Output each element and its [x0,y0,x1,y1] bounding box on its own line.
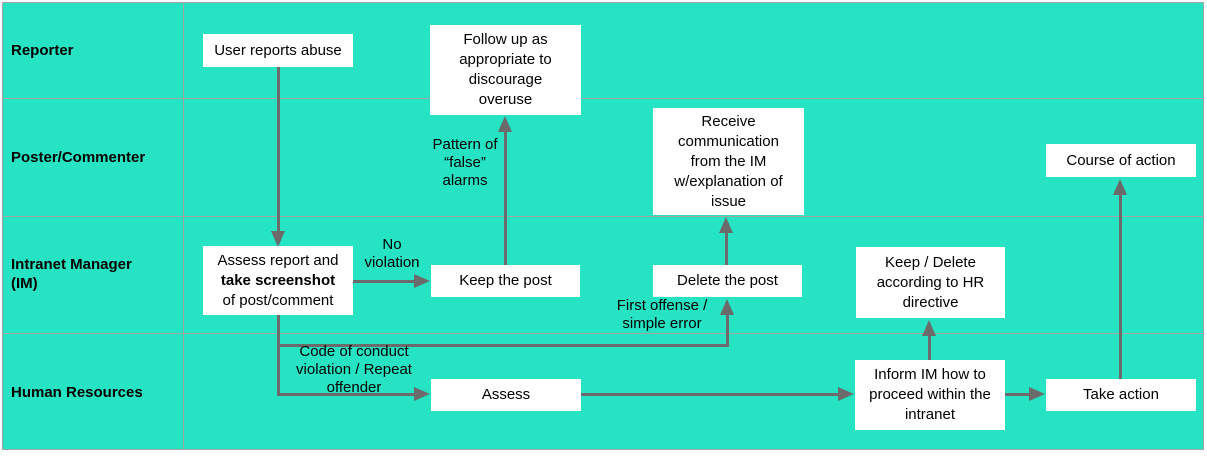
edge-no-violation-line [353,280,415,283]
assess-report-line3: of post/comment [222,291,334,309]
lane-label-reporter: Reporter [11,42,74,59]
lane-label-divider-line [183,3,184,449]
edge-assess-to-inform-line [581,393,839,396]
edge-inform-to-takeaction-arrowhead [1029,387,1045,401]
edge-first-offense-arrowhead [720,299,734,315]
lane-boundary-line [3,98,1203,99]
lane-label-intranet-manager: Intranet Manager (IM) [11,256,132,292]
edge-inform-to-keepdelete-line [928,335,931,360]
node-course-of-action: Course of action [1046,144,1196,177]
node-assess: Assess [431,379,581,411]
edge-label-no-violation: No violation [364,236,420,271]
lane-label-poster-commenter: Poster/Commenter [11,149,146,166]
edge-label-first-offense: First offense / simple error [616,297,708,332]
edge-inform-to-keepdelete-arrowhead [922,320,936,336]
edge-label-code-of-conduct: Code of conduct violation / Repeat offen… [296,343,412,396]
edge-first-offense-up-line [726,314,729,347]
edge-inform-to-takeaction-line [1005,393,1031,396]
edge-keep-to-followup-line [504,131,507,265]
edge-takeaction-to-course-arrowhead [1113,179,1127,195]
assess-report-line1: Assess report and [217,251,339,269]
edge-delete-to-receive-line [725,232,728,265]
edge-keep-to-followup-arrowhead [498,116,512,132]
edge-assess-to-inform-arrowhead [838,387,854,401]
edge-report-to-assess-arrowhead [271,231,285,247]
node-follow-up: Follow up as appropriate to discourage o… [430,25,581,115]
node-keep-the-post: Keep the post [431,265,580,297]
node-receive-communication: Receive communication from the IM w/expl… [653,108,804,215]
edge-report-to-assess-line [277,67,280,232]
edge-code-of-conduct-line [277,393,415,396]
lane-boundary-line [3,333,1203,334]
node-inform-im: Inform IM how to proceed within the intr… [855,360,1005,430]
node-delete-the-post: Delete the post [653,265,802,297]
node-user-reports-abuse: User reports abuse [203,34,353,67]
edge-label-pattern-false-alarms: Pattern of “false” alarms [432,136,498,189]
edge-no-violation-arrowhead [414,274,430,288]
edge-takeaction-to-course-line [1119,194,1122,379]
edge-code-of-conduct-arrowhead [414,387,430,401]
assess-report-line2-bold: take screenshot [220,271,336,289]
node-take-action: Take action [1046,379,1196,411]
lane-label-human-resources: Human Resources [11,384,143,401]
node-keep-delete-hr: Keep / Delete according to HR directive [856,247,1005,318]
edge-first-offense-line [277,344,729,347]
node-assess-report: Assess report and take screenshot of pos… [203,246,353,315]
edge-delete-to-receive-arrowhead [719,217,733,233]
lane-boundary-line [3,216,1203,217]
edge-assess-branch-line [277,315,280,396]
